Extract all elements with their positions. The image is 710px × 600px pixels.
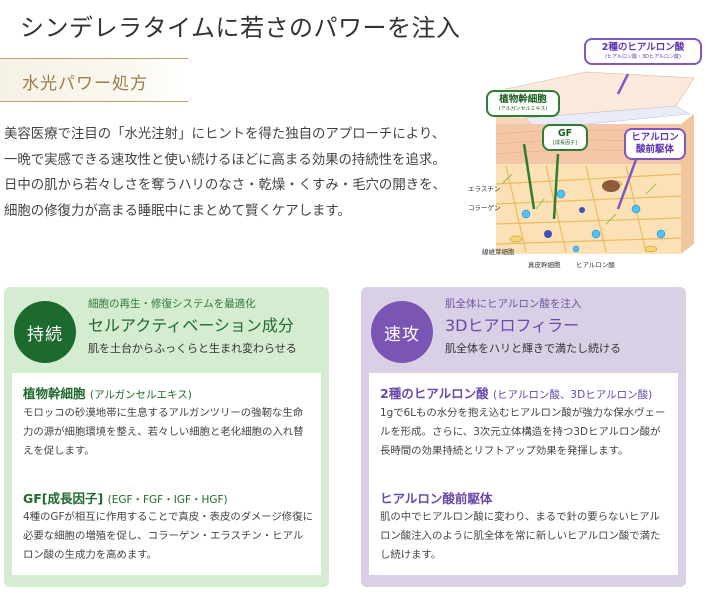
callout-sub: (ヒアルロン酸・3Dヒアルロン酸) bbox=[605, 54, 681, 60]
ingredient-description: 肌の中でヒアルロン酸に変わり、まるで針の要らないヒアルロン酸注入のように肌全体を… bbox=[380, 511, 661, 561]
callout-title: 2種のヒアルロン酸 bbox=[601, 42, 685, 53]
melanocyte-shape bbox=[602, 180, 620, 192]
panel-tagline: 肌を土台からふっくらと生まれ変わらせる bbox=[88, 342, 297, 355]
panel-quick: 速攻 肌全体にヒアルロン酸を注入 3Dヒアロフィラー 肌全体をハリと輝きで満たし… bbox=[361, 287, 686, 587]
callout-title: ヒアルロン酸前駆体 bbox=[631, 132, 679, 155]
skin-illustration: 2種のヒアルロン酸 (ヒアルロン酸・3Dヒアルロン酸) 植物幹細胞 (アルガンセ… bbox=[466, 34, 704, 270]
panel-kicker: 細胞の再生・修復システムを最適化 bbox=[88, 298, 256, 310]
label-mesenchymal: 真皮幹細胞 bbox=[528, 261, 561, 269]
callout-two-hyaluronic: 2種のヒアルロン酸 (ヒアルロン酸・3Dヒアルロン酸) bbox=[584, 38, 702, 65]
panel-title: 3Dヒアロフィラー bbox=[445, 316, 580, 335]
ingredient-name: GF[成長因子] bbox=[23, 491, 104, 506]
ingredient-name: ヒアルロン酸前駆体 bbox=[380, 491, 493, 506]
callout-title: 植物幹細胞 bbox=[499, 94, 547, 105]
callout-sub: [成長因子] bbox=[553, 140, 577, 146]
callout-gf: GF [成長因子] bbox=[542, 124, 588, 151]
ingredient-description: 4種のGFが相互に作用することで真皮・表皮のダメージ修復に必要な細胞の増殖を促し… bbox=[23, 511, 313, 561]
label-collagen: コラーゲン bbox=[468, 204, 501, 212]
ingredient-name: 2種のヒアルロン酸 bbox=[380, 386, 489, 401]
ingredient-note: (アルガンセルエキス) bbox=[89, 389, 192, 401]
callout-precursor: ヒアルロン酸前駆体 bbox=[624, 128, 686, 160]
label-elastin: エラスチン bbox=[468, 185, 501, 193]
label-hyaluronic: ヒアルロン酸 bbox=[576, 261, 615, 269]
panel-card: 2種のヒアルロン酸 (ヒアルロン酸、3Dヒアルロン酸) 1gで6Lもの水分を抱え… bbox=[369, 373, 678, 575]
badge-quick: 速攻 bbox=[371, 301, 433, 363]
ingredient-description: モロッコの砂漠地帯に生息するアルガンツリーの強靭な生命力の源が細胞環境を整え、若… bbox=[23, 407, 304, 457]
ingredient-name: 植物幹細胞 bbox=[23, 386, 86, 401]
ingredient-heading: 2種のヒアルロン酸 (ヒアルロン酸、3Dヒアルロン酸) bbox=[380, 383, 652, 402]
callout-sub: (アルガンセルエキス) bbox=[498, 106, 548, 112]
panel-kicker: 肌全体にヒアルロン酸を注入 bbox=[445, 298, 582, 310]
intro-paragraph: 美容医療で注目の「水光注射」にヒントを得た独自のアプローチにより、一晩で実感でき… bbox=[4, 127, 446, 219]
badge-sustain: 持続 bbox=[14, 301, 76, 363]
ingredient-heading: 植物幹細胞 (アルガンセルエキス) bbox=[23, 383, 192, 402]
headline: シンデレラタイムに若さのパワーを注入 bbox=[20, 14, 461, 42]
divider bbox=[0, 58, 188, 59]
ingredient-note: (EGF・FGF・IGF・HGF) bbox=[107, 494, 228, 506]
panel-tagline: 肌全体をハリと輝きで満たし続ける bbox=[445, 342, 621, 355]
ingredient-note: (ヒアルロン酸、3Dヒアルロン酸) bbox=[492, 389, 653, 401]
ingredient-description: 1gで6Lもの水分を抱え込むヒアルロン酸が強力な保水ヴェールを形成。さらに、3次… bbox=[380, 407, 666, 457]
label-fibroblast: 線維芽細胞 bbox=[482, 248, 515, 256]
panel-sustain: 持続 細胞の再生・修復システムを最適化 セルアクティベーション成分 肌を土台から… bbox=[4, 287, 329, 587]
ingredient-heading: ヒアルロン酸前駆体 bbox=[380, 488, 492, 507]
callout-title: GF bbox=[557, 128, 573, 139]
ingredient-heading: GF[成長因子] (EGF・FGF・IGF・HGF) bbox=[23, 488, 228, 507]
section-heading-bar: 水光パワー処方 bbox=[0, 58, 188, 102]
callout-plant-stem-cell: 植物幹細胞 (アルガンセルエキス) bbox=[486, 90, 560, 117]
panel-title: セルアクティベーション成分 bbox=[88, 316, 294, 335]
divider bbox=[0, 101, 188, 102]
section-title: 水光パワー処方 bbox=[22, 74, 148, 94]
panel-card: 植物幹細胞 (アルガンセルエキス) モロッコの砂漠地帯に生息するアルガンツリーの… bbox=[12, 373, 321, 575]
